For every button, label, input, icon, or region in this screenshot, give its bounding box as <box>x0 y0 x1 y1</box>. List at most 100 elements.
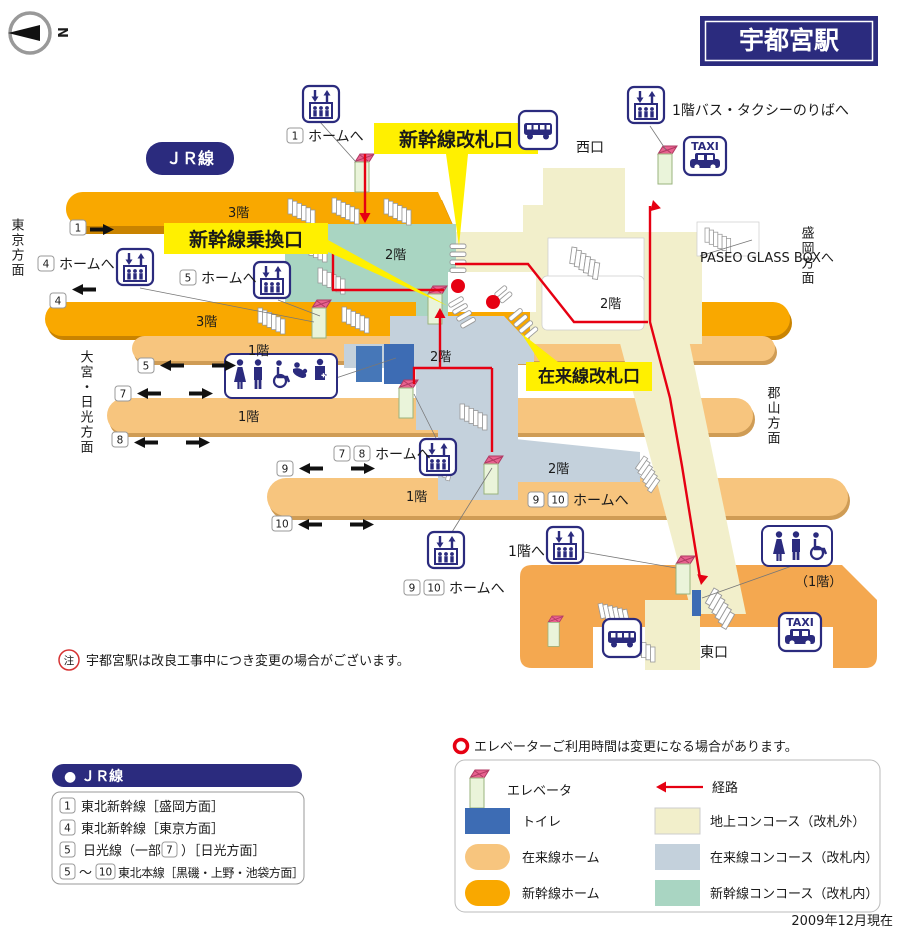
svg-text:9: 9 <box>533 495 540 507</box>
track-sign-5: 5 <box>137 357 236 374</box>
man-icon <box>792 531 800 560</box>
svg-text:7: 7 <box>120 389 127 401</box>
svg-text:5: 5 <box>64 845 71 857</box>
legend-toilet-swatch <box>465 808 510 834</box>
man-icon <box>254 359 262 389</box>
legend-jr-row-2: 4 東北新幹線［東京方面］ <box>59 819 224 837</box>
wheelchair-icon <box>272 360 291 389</box>
svg-text:8: 8 <box>359 449 366 461</box>
elevator-label-f1: 1階へ <box>508 544 545 560</box>
svg-text:10: 10 <box>99 867 112 879</box>
callout-local-gate-label: 在来線改札口 <box>538 366 640 387</box>
note-mark: 注 <box>64 654 75 667</box>
svg-text:10: 10 <box>275 519 288 531</box>
svg-text:1: 1 <box>292 131 299 143</box>
track-sign-10: 10 <box>271 515 374 532</box>
toilet-block-east <box>692 590 701 616</box>
floor-label-local-concourse-upper: 2階 <box>430 350 451 365</box>
legend-jr-row-1: 1 東北新幹線［盛岡方面］ <box>59 797 224 815</box>
floor-label-p46: 3階 <box>196 315 217 330</box>
compass: N <box>8 11 69 55</box>
taxi-icon-east-label: TAXI <box>786 616 814 629</box>
svg-text:5: 5 <box>64 867 71 879</box>
note-text: 宇都宮駅は改良工事中につき変更の場合がございます。 <box>86 653 410 669</box>
elevator-label-p5: 5 ホームへ <box>179 269 257 287</box>
callout-shinkansen-gate: 新幹線改札口 <box>374 123 538 246</box>
floor-label-p910: 1階 <box>406 490 427 505</box>
svg-text:ホームへ: ホームへ <box>201 271 257 287</box>
track-sign-4: 4 <box>49 284 96 309</box>
floor-label-ground-concourse: 2階 <box>600 297 621 312</box>
legend-jr-row-4: 5 ～ 10 東北本線［黒磯・上野・池袋方面］ <box>59 863 304 881</box>
legend-local-platform-swatch <box>465 844 510 870</box>
svg-text:日光線（一部: 日光線（一部 <box>83 843 161 859</box>
track-sign-9: 9 <box>276 460 375 477</box>
west-exit-label: 西口 <box>576 140 604 156</box>
svg-text:）［日光方面］: ）［日光方面］ <box>181 843 266 859</box>
direction-tokyo: 東京方面 <box>9 217 25 278</box>
legend-shinkansen-platform-swatch <box>465 880 510 906</box>
svg-text:1: 1 <box>64 801 71 813</box>
svg-text:9: 9 <box>282 464 289 476</box>
floor-label-shinkansen-concourse: 2階 <box>385 248 406 263</box>
legend-ground-concourse-label: 地上コンコース（改札外） <box>710 815 865 830</box>
svg-text:4: 4 <box>55 296 62 308</box>
svg-text:8: 8 <box>117 435 124 447</box>
legend-elevator-label: エレベータ <box>507 784 572 799</box>
station-title: 宇都宮駅 <box>739 26 839 55</box>
construction-note: 注 宇都宮駅は改良工事中につき変更の場合がございます。 <box>58 649 410 671</box>
toilet-block-b <box>384 344 414 384</box>
legend-local-concourse-label: 在来線コンコース（改札内） <box>710 850 878 866</box>
direction-omiya-nikko: 大宮・日光方面 <box>78 350 94 455</box>
svg-text:ホームへ: ホームへ <box>59 257 115 273</box>
callout-local-gate: 在来線改札口 <box>521 333 652 391</box>
legend-map-symbols: エレベーターご利用時間は変更になる場合があります。 エレベータ トイレ 在来線ホ… <box>452 737 881 913</box>
elevator-icon-west <box>626 85 666 125</box>
toilet-icon-box-east <box>761 525 833 567</box>
svg-text:4: 4 <box>43 259 50 271</box>
legend-route-label: 経路 <box>712 780 738 796</box>
track-signs: 1 4 5 7 8 9 10 <box>49 219 375 532</box>
svg-text:10: 10 <box>551 495 564 507</box>
elevator-label-p1: 1 ホームへ <box>286 127 364 145</box>
baby-icon <box>293 362 308 378</box>
legend-jr-lines: ● ＪＲ線 1 東北新幹線［盛岡方面］ 4 東北新幹線［東京方面］ 5 日光線（… <box>51 764 305 885</box>
floor-label-p56: 1階 <box>248 344 269 359</box>
elevator-label-p4: 4 ホームへ <box>37 255 115 273</box>
svg-text:東北本線［黒磯・上野・池袋方面］: 東北本線［黒磯・上野・池袋方面］ <box>118 865 304 880</box>
track-sign-7: 7 <box>114 385 213 402</box>
legend-local-concourse-swatch <box>655 844 700 870</box>
svg-text:東北新幹線［東京方面］: 東北新幹線［東京方面］ <box>81 821 224 837</box>
legend-jr-row-3: 5 日光線（一部 7 ）［日光方面］ <box>59 841 266 859</box>
svg-text:1: 1 <box>75 223 82 235</box>
bus-icon-west <box>517 109 559 151</box>
east-exit-label: 東口 <box>700 645 728 661</box>
legend-jr-header: ● ＪＲ線 <box>64 768 123 785</box>
legend-ground-concourse-swatch <box>654 807 701 835</box>
svg-text:東北新幹線［盛岡方面］: 東北新幹線［盛岡方面］ <box>81 799 224 815</box>
elevator-label-p78: 7 8 ホームへ <box>333 445 431 463</box>
floor-label-p1: 3階 <box>228 206 249 221</box>
svg-text:7: 7 <box>339 449 346 461</box>
legend-shinkansen-concourse-label: 新幹線コンコース（改札内） <box>710 886 878 902</box>
legend-elevator-note: エレベーターご利用時間は変更になる場合があります。 <box>474 739 798 755</box>
elevator-icon-p910 <box>426 530 466 570</box>
svg-text:ホームへ: ホームへ <box>375 447 431 463</box>
station-title-box: 宇都宮駅 <box>700 16 878 66</box>
elevator-shaft-west-exit <box>657 145 678 185</box>
svg-text:5: 5 <box>185 273 192 285</box>
direction-morioka: 盛岡方面 <box>799 226 815 286</box>
svg-text:4: 4 <box>64 823 71 835</box>
legend-local-platform-label: 在来線ホーム <box>522 850 600 866</box>
elevator-notice-dot-2 <box>486 295 500 309</box>
svg-text:9: 9 <box>409 583 416 595</box>
east-toilet-floor-label: （1階） <box>795 575 842 590</box>
svg-text:10: 10 <box>427 583 440 595</box>
direction-koriyama: 郡山方面 <box>765 386 781 446</box>
elevator-label-p910-ground: 9 10 ホームへ <box>403 579 505 597</box>
wheelchair-icon <box>809 532 828 561</box>
floor-label-local-concourse-lower: 2階 <box>548 462 569 477</box>
elevator-icon-p5 <box>252 260 292 300</box>
route-lines <box>331 154 702 579</box>
